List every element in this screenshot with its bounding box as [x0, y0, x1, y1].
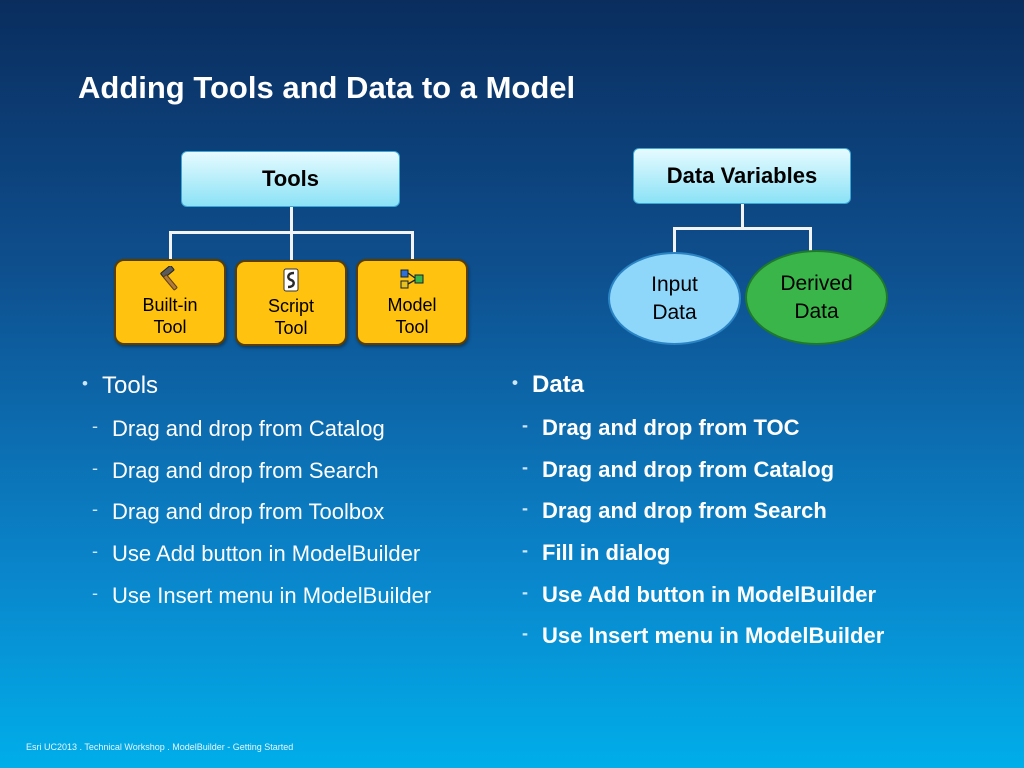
data-bullet: Data Drag and drop from TOC Drag and dro…: [510, 371, 970, 651]
tools-header-box: Tools: [181, 151, 400, 207]
data-connector-right: [809, 227, 812, 254]
input-data-line2: Data: [652, 300, 697, 324]
derived-data-ellipse: Derived Data: [745, 250, 888, 345]
tools-connector-left: [169, 231, 172, 261]
input-data-ellipse: Input Data: [608, 252, 741, 345]
data-connector-left: [673, 227, 676, 254]
data-connector-bar: [673, 227, 812, 230]
script-icon: [283, 268, 299, 291]
list-item: Drag and drop from Toolbox: [80, 497, 520, 527]
model-tool-node: Model Tool: [356, 259, 468, 345]
list-item: Use Insert menu in ModelBuilder: [80, 581, 520, 611]
list-item: Drag and drop from Search: [510, 496, 930, 526]
tools-connector-stem: [290, 207, 293, 233]
tools-connector-middle: [290, 231, 293, 261]
model-tool-line1: Model: [387, 294, 437, 315]
input-data-line1: Input: [651, 273, 698, 297]
script-tool-line2: Tool: [274, 318, 308, 338]
data-connector-stem: [741, 204, 744, 229]
list-item: Use Insert menu in ModelBuilder: [510, 621, 930, 651]
built-in-tool-line2: Tool: [153, 317, 187, 337]
list-item: Fill in dialog: [510, 538, 930, 568]
built-in-tool-line1: Built-in: [142, 294, 198, 315]
tools-connector-right: [411, 231, 414, 261]
slide-title: Adding Tools and Data to a Model: [78, 70, 576, 105]
hammer-icon: [160, 265, 178, 290]
slide-footer: Esri UC2013 . Technical Workshop . Model…: [26, 742, 294, 752]
data-bullet-list: Data Drag and drop from TOC Drag and dro…: [510, 371, 970, 665]
data-variables-header-box: Data Variables: [633, 148, 851, 204]
derived-data-line1: Derived: [780, 272, 853, 296]
data-bullet-heading: Data: [532, 371, 585, 398]
model-icon: [400, 269, 424, 288]
tools-bullet-list: Tools Drag and drop from Catalog Drag an…: [80, 372, 520, 624]
script-tool-node: Script Tool: [235, 260, 347, 346]
script-tool-line1: Script: [267, 295, 314, 316]
derived-data-line2: Data: [794, 299, 839, 323]
list-item: Drag and drop from Search: [80, 456, 520, 486]
tools-bullet: Tools Drag and drop from Catalog Drag an…: [80, 372, 520, 610]
list-item: Drag and drop from Catalog: [510, 455, 930, 485]
list-item: Use Add button in ModelBuilder: [510, 580, 930, 610]
model-tool-line2: Tool: [395, 317, 429, 337]
tools-bullet-heading: Tools: [102, 372, 159, 399]
list-item: Use Add button in ModelBuilder: [80, 539, 520, 569]
list-item: Drag and drop from TOC: [510, 413, 930, 443]
built-in-tool-node: Built-in Tool: [114, 259, 226, 345]
list-item: Drag and drop from Catalog: [80, 414, 520, 444]
